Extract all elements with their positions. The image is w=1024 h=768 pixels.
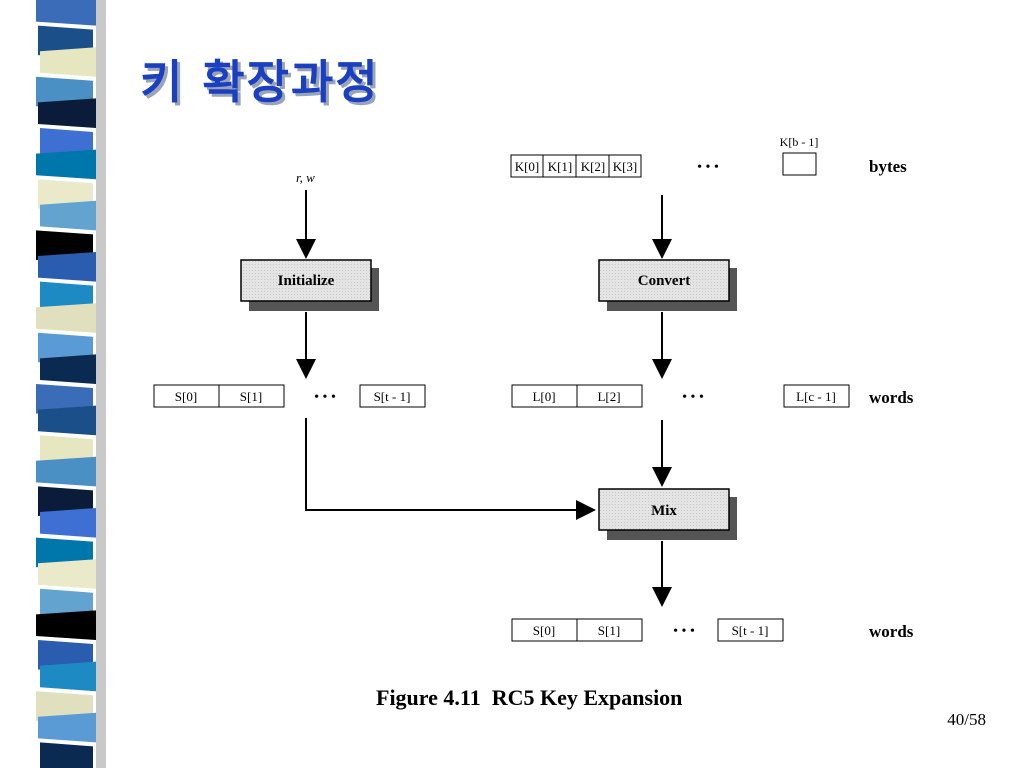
key-byte-cell: K[1] bbox=[548, 159, 573, 174]
mix-label: Mix bbox=[651, 503, 677, 519]
output-s-row: S[0] S[1] bbox=[511, 618, 643, 642]
arrow-s-to-mix bbox=[305, 418, 596, 520]
key-bytes-row: K[0] K[1] K[2] K[3] bbox=[510, 154, 642, 178]
decorative-stripe bbox=[0, 0, 110, 768]
output-s-cell: S[1] bbox=[598, 623, 620, 638]
stripe-segment bbox=[40, 661, 96, 692]
bytes-label: bytes bbox=[869, 157, 907, 176]
words-label-1: words bbox=[869, 388, 914, 407]
s-cell: S[1] bbox=[240, 389, 262, 404]
stripe-segment bbox=[36, 0, 96, 26]
key-bytes-ellipsis: • • • bbox=[697, 160, 719, 175]
stripe-segment bbox=[36, 456, 96, 487]
stripe-segment bbox=[36, 384, 93, 414]
output-s-last-label: S[t - 1] bbox=[732, 623, 769, 638]
l-last-label: L[c - 1] bbox=[796, 389, 836, 404]
s-cell: S[0] bbox=[175, 389, 197, 404]
stripe-segment bbox=[40, 354, 96, 384]
page-number: 40/58 bbox=[947, 710, 986, 729]
stripe-segment bbox=[38, 486, 93, 516]
stripe-segment bbox=[36, 76, 93, 107]
l-array-row: L[0] L[2] bbox=[511, 384, 643, 408]
convert-label: Convert bbox=[638, 273, 691, 289]
words-label-2: words bbox=[869, 622, 914, 641]
key-last-label: K[b - 1] bbox=[780, 135, 819, 149]
stripe-segment bbox=[40, 742, 93, 768]
s-ellipsis: • • • bbox=[314, 390, 336, 405]
stripe-segment bbox=[36, 610, 96, 640]
stripe-segment bbox=[38, 98, 96, 128]
mix-box: Mix bbox=[598, 488, 737, 540]
s-last-cell bbox=[359, 384, 426, 408]
input-rw-label: r, w bbox=[296, 170, 315, 185]
stripe-segment bbox=[40, 588, 93, 619]
stripe-segment bbox=[40, 47, 96, 77]
stripe-segment bbox=[40, 435, 93, 465]
s-array-row: S[0] S[1] bbox=[153, 384, 285, 408]
stripe-segment bbox=[38, 405, 96, 436]
stripe-segment bbox=[38, 640, 93, 670]
figure-caption: Figure 4.11 RC5 Key Expansion bbox=[376, 685, 682, 710]
output-ellipsis: • • • bbox=[673, 624, 695, 639]
key-byte-cell: K[3] bbox=[613, 159, 638, 174]
l-cell: L[0] bbox=[532, 389, 555, 404]
stripe-segment bbox=[38, 25, 93, 56]
l-last-cell bbox=[783, 384, 850, 408]
key-byte-cell: K[2] bbox=[581, 159, 606, 174]
stripe-segment bbox=[40, 281, 93, 312]
stripe-segment bbox=[38, 559, 96, 589]
initialize-box: Initialize bbox=[240, 259, 379, 311]
stripe-segment bbox=[40, 508, 96, 538]
stripe-segment bbox=[36, 230, 93, 260]
convert-box: Convert bbox=[598, 259, 737, 311]
stripe-segment bbox=[38, 332, 93, 363]
slide-title: 키 확장과정 bbox=[140, 55, 380, 109]
l-ellipsis: • • • bbox=[682, 390, 704, 405]
output-s-last-cell bbox=[717, 618, 784, 642]
stripe-segment bbox=[38, 179, 93, 209]
stripe-segment bbox=[40, 200, 96, 231]
key-last-cell bbox=[782, 152, 817, 176]
stripe-segment bbox=[36, 303, 96, 333]
l-cell: L[2] bbox=[597, 389, 620, 404]
stripe-segment bbox=[36, 537, 93, 568]
initialize-label: Initialize bbox=[278, 273, 335, 289]
stripe-segment bbox=[36, 149, 96, 180]
s-last-label: S[t - 1] bbox=[374, 389, 411, 404]
key-byte-cell: K[0] bbox=[515, 159, 540, 174]
stripe-segment bbox=[40, 128, 93, 158]
stripe-segment bbox=[36, 691, 93, 721]
output-s-cell: S[0] bbox=[533, 623, 555, 638]
stripe-segment bbox=[38, 712, 96, 743]
stripe-segment bbox=[38, 252, 96, 282]
